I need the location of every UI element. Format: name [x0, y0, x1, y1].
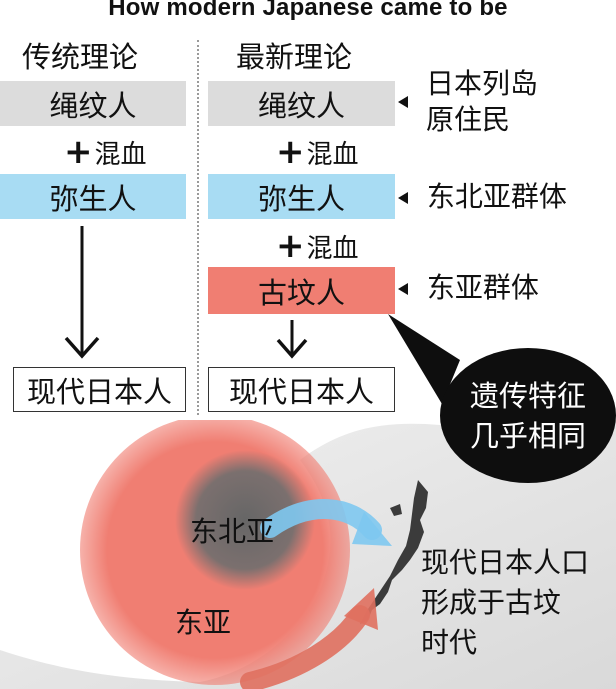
traditional-jomon-box: 绳纹人	[0, 81, 186, 126]
yayoi-side-label: 东北亚群体	[398, 179, 567, 215]
map-caption-line2: 形成于古坟	[421, 586, 562, 619]
mainland-shape	[0, 420, 616, 689]
traditional-mix-text: 混血	[94, 140, 147, 170]
plus-icon: +	[64, 132, 93, 172]
plus-icon: +	[276, 132, 305, 172]
column-divider	[197, 40, 199, 415]
pointer-triangle-icon	[398, 96, 408, 108]
kofun-side-label: 东亚群体	[398, 270, 539, 306]
diagram-title: How modern Japanese came to be	[108, 0, 508, 21]
latest-down-arrow-icon	[276, 320, 308, 359]
east-asia-label: 东亚	[175, 606, 232, 639]
traditional-theory-heading: 传统理论	[22, 40, 139, 74]
latest-mix-label-1: +混血	[276, 132, 359, 172]
latest-jomon-box: 绳纹人	[208, 81, 395, 126]
latest-yayoi-box: 弥生人	[208, 174, 395, 219]
latest-mix-text-2: 混血	[306, 234, 359, 264]
red-arrow-head	[344, 588, 378, 630]
map-caption-line3: 时代	[421, 626, 478, 659]
east-asia-map	[0, 420, 616, 689]
traditional-modern-japanese-box: 现代日本人	[13, 367, 186, 412]
jomon-side-line2: 原住民	[426, 103, 511, 136]
yayoi-side-text: 东北亚群体	[426, 180, 567, 213]
blue-arrow-head	[352, 512, 392, 546]
latest-kofun-box: 古坟人	[208, 267, 395, 314]
latest-modern-japanese-box: 现代日本人	[208, 367, 395, 412]
pointer-triangle-icon	[398, 192, 408, 204]
jomon-side-label: 日本列岛 原住民	[398, 66, 539, 138]
northeast-asia-circle	[175, 450, 315, 590]
pointer-triangle-icon	[398, 283, 408, 295]
traditional-yayoi-box: 弥生人	[0, 174, 186, 219]
plus-icon: +	[276, 226, 305, 266]
latest-theory-heading: 最新理论	[236, 40, 353, 74]
bubble-line1: 遗传特征	[469, 378, 586, 413]
japan-islands-shape	[360, 480, 428, 624]
traditional-down-arrow-icon	[64, 226, 100, 359]
latest-mix-text-1: 混血	[306, 140, 359, 170]
kofun-side-text: 东亚群体	[426, 271, 539, 304]
bubble-line2: 几乎相同	[469, 418, 586, 453]
map-caption: 现代日本人口 形成于古坟 时代	[421, 543, 589, 663]
traditional-mix-label: +混血	[64, 132, 147, 172]
genetic-similarity-bubble: 遗传特征 几乎相同	[440, 348, 616, 483]
latest-mix-label-2: +混血	[276, 226, 359, 266]
map-caption-line1: 现代日本人口	[421, 546, 590, 579]
bubble-pointer	[388, 314, 460, 404]
red-migration-arrow	[240, 605, 370, 689]
northeast-asia-label: 东北亚	[190, 515, 275, 548]
jomon-side-line1: 日本列岛	[426, 67, 539, 100]
